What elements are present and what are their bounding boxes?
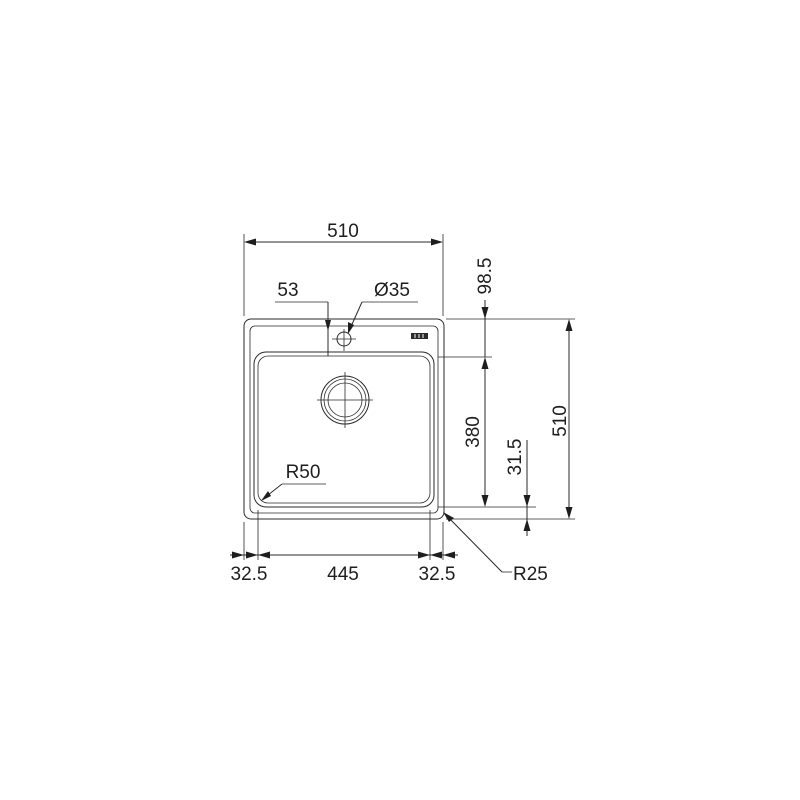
drain-icon: [317, 372, 373, 428]
right-extension-lines: [438, 318, 575, 520]
overall-width-label: 510: [327, 221, 359, 242]
rear-deck-label: 98.5: [475, 258, 496, 295]
bowl-inner-outline: [257, 355, 431, 504]
tap-hole-diameter-label: Ø35: [374, 280, 410, 301]
dim-rear-deck: 98.5: [475, 258, 496, 357]
sink-body: [243, 318, 445, 520]
dim-tap-hole-offset: 53: [275, 280, 331, 356]
dim-front-margin: 31.5: [505, 439, 531, 536]
sink-outer-outline: [243, 318, 445, 520]
dim-tap-hole-diameter: Ø35: [348, 280, 418, 334]
dim-overall-depth: 510: [550, 319, 573, 519]
tap-hole-icon: [332, 329, 356, 353]
bowl-outline: [253, 351, 435, 508]
bowl-width-label: 445: [327, 564, 359, 585]
overflow-slot-icon: [411, 333, 428, 339]
dim-outer-radius: R25: [443, 512, 548, 585]
left-margin-label: 32.5: [231, 564, 268, 585]
dim-inner-radius: R50: [261, 462, 326, 501]
right-margin-label: 32.5: [419, 564, 456, 585]
overall-depth-label: 510: [550, 405, 571, 437]
dim-bottom: 32.5 445 32.5: [230, 510, 458, 585]
outer-radius-label: R25: [513, 564, 548, 585]
sink-inner-rim: [249, 325, 439, 514]
tap-hole-offset-label: 53: [277, 280, 298, 301]
bowl-depth-label: 380: [463, 416, 484, 448]
inner-radius-label: R50: [286, 462, 321, 483]
dim-bowl-depth: 380: [463, 357, 489, 507]
dim-overall-width: 510: [243, 221, 444, 316]
front-margin-label: 31.5: [505, 439, 526, 476]
